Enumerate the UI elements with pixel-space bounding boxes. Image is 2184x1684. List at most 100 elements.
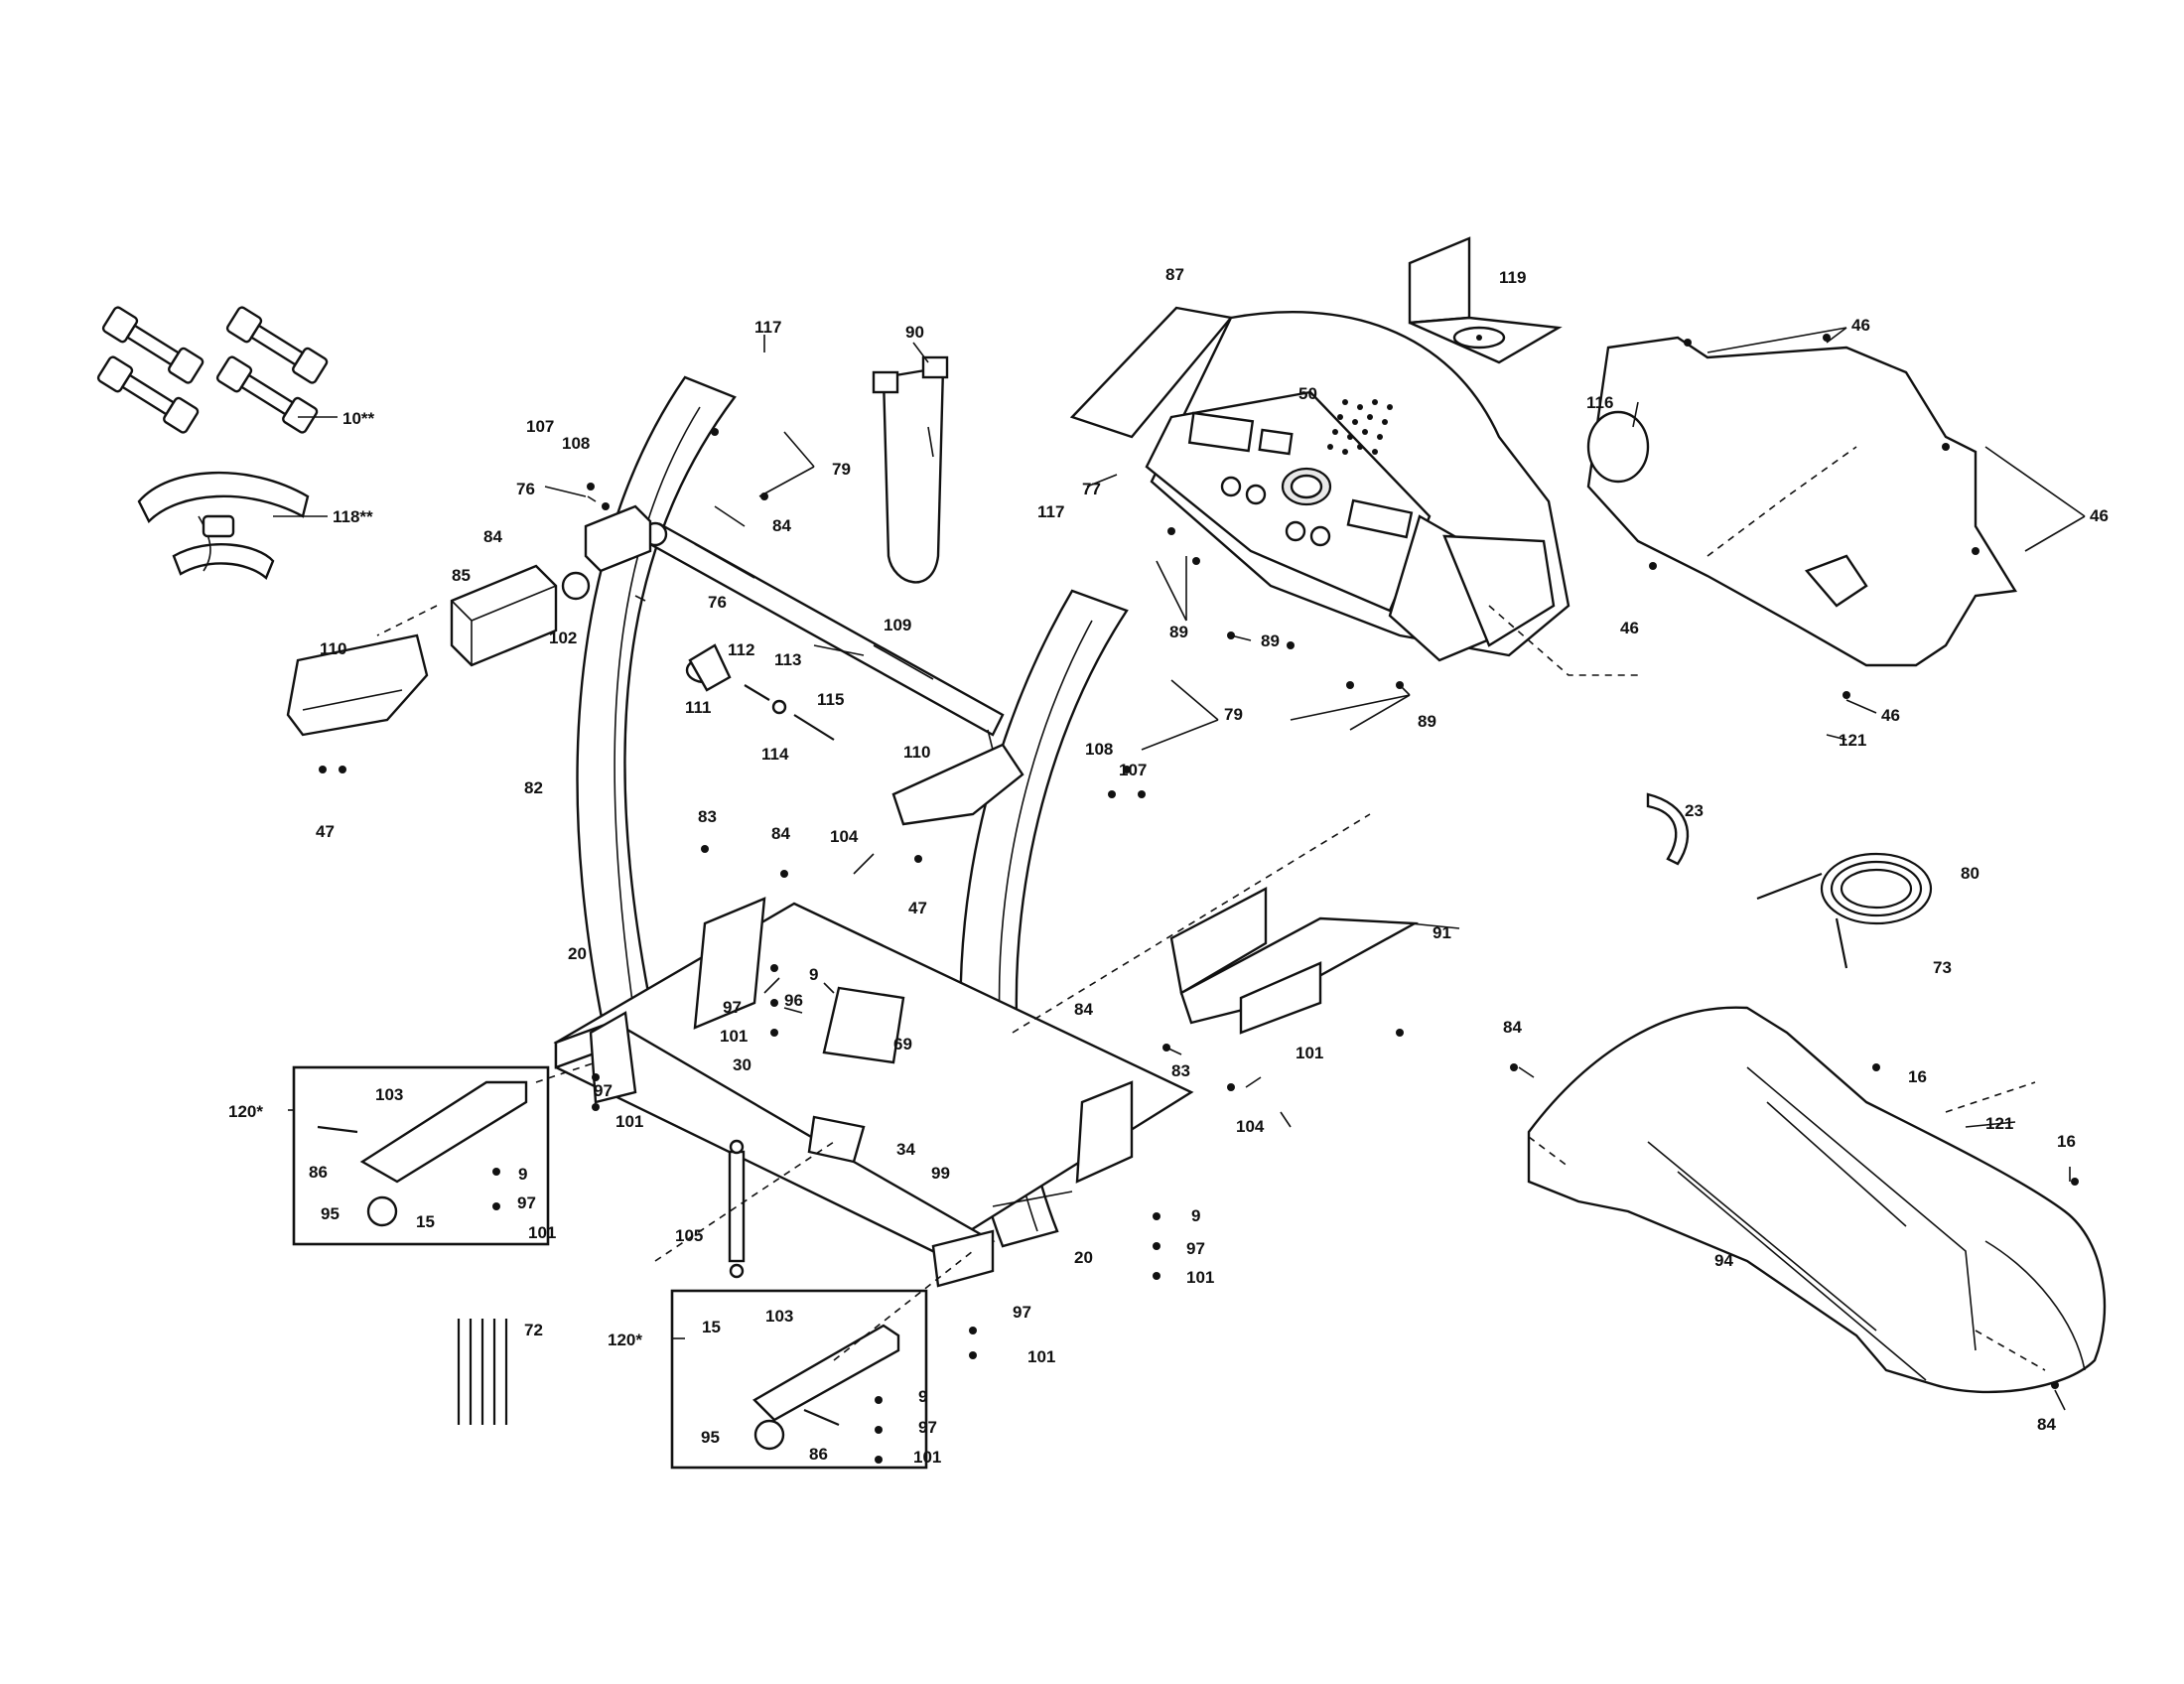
- callout-label: 119: [1499, 268, 1526, 287]
- callout-label: 86: [809, 1445, 828, 1464]
- callout-label: 97: [723, 998, 742, 1017]
- callout-label: 10**: [342, 409, 375, 428]
- callout-label: 9: [518, 1165, 527, 1184]
- safety-key-90: [872, 355, 949, 584]
- callout-label: 97: [918, 1418, 937, 1437]
- callout-label: 121: [1985, 1114, 2013, 1133]
- callout-label: 110: [903, 743, 930, 762]
- callout-label: 16: [1908, 1067, 1927, 1086]
- callout-label: 30: [733, 1055, 751, 1074]
- shock-absorber: [728, 1139, 746, 1279]
- callout-label: 113: [774, 650, 801, 669]
- callout-label: 34: [896, 1140, 915, 1159]
- callout-label: 101: [1027, 1347, 1055, 1366]
- callout-label: 46: [1881, 706, 1900, 725]
- callout-label: 107: [1119, 761, 1147, 779]
- hardware-screws: [319, 334, 2079, 1464]
- callout-label: 105: [675, 1226, 703, 1245]
- callout-label: 50: [1298, 384, 1317, 403]
- wheel-assembly-inset-right: [670, 1289, 928, 1470]
- callout-label: 117: [1037, 502, 1064, 521]
- console-rear-cover: [1586, 336, 2017, 667]
- callout-label: 112: [728, 640, 754, 659]
- callout-label: 97: [1186, 1239, 1205, 1258]
- callout-label: 116: [1586, 393, 1613, 412]
- callout-label: 97: [1013, 1303, 1031, 1322]
- callout-label: 90: [905, 323, 924, 342]
- callout-label: 84: [1074, 1000, 1093, 1019]
- callout-label: 72: [524, 1321, 543, 1339]
- callout-label: 108: [562, 434, 590, 453]
- wrist-strap: [137, 472, 310, 580]
- callout-label: 103: [375, 1085, 403, 1104]
- callout-label: 76: [516, 480, 535, 498]
- power-cord-coil: [1756, 852, 1933, 969]
- callout-label: 20: [1074, 1248, 1093, 1267]
- callout-label: 46: [1620, 619, 1639, 637]
- armrest-right: [891, 743, 1024, 826]
- callout-label: 47: [908, 899, 927, 917]
- motor-bracket: [693, 897, 1134, 1184]
- callout-label: 84: [772, 516, 791, 535]
- callout-label: 73: [1933, 958, 1952, 977]
- callout-label: 95: [701, 1428, 720, 1447]
- console-assembly: [1069, 306, 1570, 662]
- callout-label: 101: [720, 1027, 748, 1046]
- callout-label: 84: [771, 824, 790, 843]
- base-frame: [553, 902, 1194, 1288]
- callout-label: 87: [1165, 265, 1184, 284]
- callout-label: 107: [526, 417, 554, 436]
- callout-label: 101: [528, 1223, 556, 1242]
- callout-label: 77: [1082, 480, 1101, 498]
- cd-case: [1408, 236, 1563, 364]
- callout-label: 104: [830, 827, 859, 846]
- callout-label: 101: [1296, 1044, 1323, 1062]
- callout-labels: 10** 118** 117 90 79 107 108 76 84 84 85…: [228, 265, 2109, 1467]
- callout-label: 83: [1171, 1061, 1190, 1080]
- callout-label: 83: [698, 807, 717, 826]
- callout-label: 99: [931, 1164, 950, 1183]
- callout-label: 84: [483, 527, 502, 546]
- callout-label: 9: [1191, 1206, 1200, 1225]
- callout-label: 109: [884, 616, 911, 634]
- callout-label: 111: [685, 698, 712, 717]
- callout-label: 101: [1186, 1268, 1214, 1287]
- receiver-tube: [450, 504, 652, 667]
- callout-label: 121: [1839, 731, 1866, 750]
- callout-label: 89: [1169, 623, 1188, 641]
- callout-label: 84: [2037, 1415, 2056, 1434]
- callout-label: 104: [1236, 1117, 1265, 1136]
- callout-label: 16: [2057, 1132, 2076, 1151]
- dumbbell-weights: [96, 306, 329, 434]
- callout-label: 69: [893, 1035, 912, 1053]
- callout-label: 9: [809, 965, 818, 984]
- pulley-assembly: [685, 643, 835, 741]
- callout-label: 9: [918, 1387, 927, 1406]
- callout-label: 117: [754, 318, 781, 337]
- callout-label: 97: [594, 1081, 613, 1100]
- callout-label: 79: [1224, 705, 1243, 724]
- callout-label: 118**: [333, 507, 373, 526]
- callout-label: 97: [517, 1193, 536, 1212]
- callout-label: 110: [320, 639, 346, 658]
- callout-label: 15: [702, 1318, 721, 1336]
- dashed-guide-lines: [376, 446, 2046, 1371]
- callout-label: 76: [708, 593, 727, 612]
- callout-label: 46: [2090, 506, 2109, 525]
- callout-label: 47: [316, 822, 335, 841]
- accessory-tray: [1169, 887, 1420, 1035]
- cable-ties: [457, 1319, 508, 1425]
- callout-label: 79: [832, 460, 851, 479]
- callout-label: 46: [1851, 316, 1870, 335]
- callout-label: 82: [524, 778, 543, 797]
- callout-label: 91: [1433, 923, 1451, 942]
- callout-label: 101: [615, 1112, 643, 1131]
- callout-label: 20: [568, 944, 587, 963]
- callout-label: 89: [1418, 712, 1436, 731]
- callout-label: 115: [817, 690, 844, 709]
- callout-label: 84: [1503, 1018, 1522, 1037]
- callout-label: 103: [765, 1307, 793, 1326]
- wire-harness-23: [1646, 792, 1690, 866]
- armrest-left: [286, 633, 429, 737]
- callout-label: 108: [1085, 740, 1113, 759]
